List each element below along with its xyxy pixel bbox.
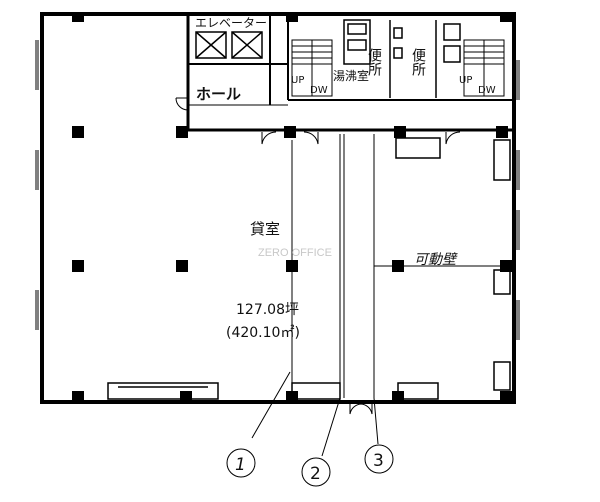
elevator-car-2 — [231, 31, 263, 59]
door-bottom — [349, 403, 363, 415]
column — [500, 391, 512, 403]
column — [72, 12, 84, 22]
toilet-right-label: 便所 — [410, 48, 426, 76]
marker-label-2: 2 — [310, 464, 321, 484]
kitchenette-label: 湯沸室 — [333, 68, 369, 83]
hall-label: ホール — [196, 85, 241, 103]
fixtures — [107, 137, 511, 400]
area-tsubo: 127.08坪 — [236, 302, 299, 318]
columns — [72, 12, 512, 403]
elevators — [195, 31, 263, 59]
box-right-1 — [493, 139, 511, 181]
door-main-right — [303, 131, 319, 145]
column — [72, 260, 84, 272]
stair-right-up: UP — [459, 75, 472, 86]
toilet-left — [389, 20, 403, 98]
building-outline — [40, 12, 516, 404]
column — [176, 260, 188, 272]
window-box-bottom-right — [397, 382, 439, 400]
doors — [175, 97, 461, 415]
stair-right-down: DW — [478, 85, 496, 96]
marker-label-1: 1 — [235, 455, 246, 475]
column — [72, 391, 84, 403]
column — [284, 126, 296, 138]
column — [500, 12, 512, 22]
area-m2: (420.10㎡) — [226, 325, 300, 341]
column — [176, 126, 188, 138]
partitions — [291, 134, 512, 398]
door-right-room — [445, 131, 461, 145]
window-box-bottom-left — [107, 382, 219, 400]
watermark: ZERO OFFICE — [258, 247, 332, 259]
toilet-right — [435, 20, 461, 98]
movable-wall-label: 可動壁 — [414, 252, 458, 268]
leader-2 — [321, 397, 341, 457]
marker-circle-3 — [364, 444, 394, 474]
outer-walls — [40, 12, 516, 404]
marker-label-3: 3 — [373, 451, 384, 471]
kitchenette — [343, 19, 371, 65]
rental-room-label: 貸室 — [250, 220, 280, 238]
leader-1 — [251, 371, 291, 439]
partition-markers — [226, 371, 394, 487]
box-right-3 — [493, 361, 511, 391]
marker-circle-2 — [301, 457, 331, 487]
leader-3 — [373, 397, 379, 445]
door-hall — [175, 97, 189, 111]
stair-left — [291, 39, 333, 97]
perimeter-windows — [35, 40, 520, 340]
door-bottom-2 — [359, 403, 373, 415]
window-box-bottom-mid — [291, 382, 341, 400]
door-main-left — [261, 131, 277, 145]
toilet-left-label: 便所 — [366, 48, 382, 76]
elevator-car-1 — [195, 31, 227, 59]
marker-circle-1 — [226, 448, 256, 478]
column — [72, 126, 84, 138]
box-right-2 — [493, 269, 511, 295]
column — [286, 12, 298, 22]
stair-right — [463, 39, 505, 97]
box-top-right — [395, 137, 441, 159]
elevator-label: エレベーター — [195, 16, 267, 30]
column — [180, 391, 192, 403]
column — [394, 126, 406, 138]
column — [496, 126, 508, 138]
stair-left-up: UP — [291, 75, 304, 86]
stair-left-down: DW — [310, 85, 328, 96]
